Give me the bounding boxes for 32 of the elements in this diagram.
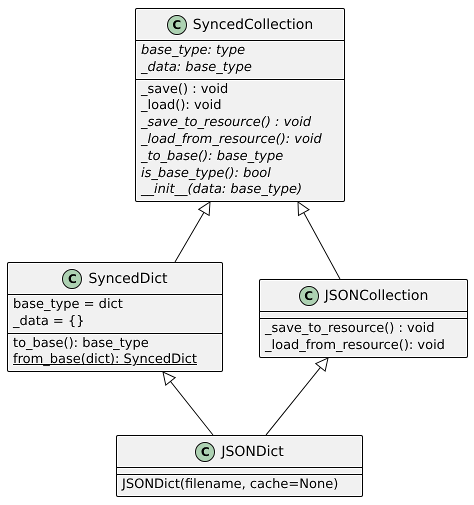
class-method: _save_to_resource() : void xyxy=(141,115,312,132)
class-box xyxy=(259,279,468,358)
class-marker: C xyxy=(195,442,216,462)
class-method: _save() : void xyxy=(141,82,230,98)
class-attribute: base_type: type xyxy=(141,43,246,60)
class-box xyxy=(7,262,223,372)
class-marker: C xyxy=(166,14,187,34)
class-method: _to_base(): base_type xyxy=(141,148,284,166)
class-name: JSONDict xyxy=(221,444,284,460)
class-name: SyncedDict xyxy=(88,270,168,286)
class-method: to_base(): base_type xyxy=(13,336,150,352)
class-method: _save_to_resource() : void xyxy=(265,321,436,338)
class-name: JSONCollection xyxy=(324,288,428,304)
class-method: from_base(dict): SyncedDict xyxy=(13,352,197,370)
class-method: __init__(data: base_type) xyxy=(141,182,304,200)
class-method: _load(): void xyxy=(141,98,222,116)
class-name: SyncedCollection xyxy=(192,16,314,32)
class-attribute: _data: base_type xyxy=(141,60,253,77)
class-attribute: _data = {} xyxy=(13,314,86,331)
class-method: _load_from_resource(): void xyxy=(265,338,446,355)
class-method: is_base_type(): bool xyxy=(141,166,272,182)
generalization-arrow xyxy=(266,358,328,436)
class-marker: C xyxy=(62,268,82,288)
generalization-arrow xyxy=(162,372,214,436)
generalization-arrow xyxy=(174,202,210,262)
class-box xyxy=(135,8,345,202)
class-attribute: base_type = dict xyxy=(13,297,124,314)
class-method: JSONDict(filename, cache=None) xyxy=(122,477,340,494)
generalization-arrow xyxy=(298,202,340,280)
class-marker: C xyxy=(298,286,319,306)
class-method: _load_from_resource(): void xyxy=(141,132,323,149)
class-box xyxy=(116,435,363,497)
